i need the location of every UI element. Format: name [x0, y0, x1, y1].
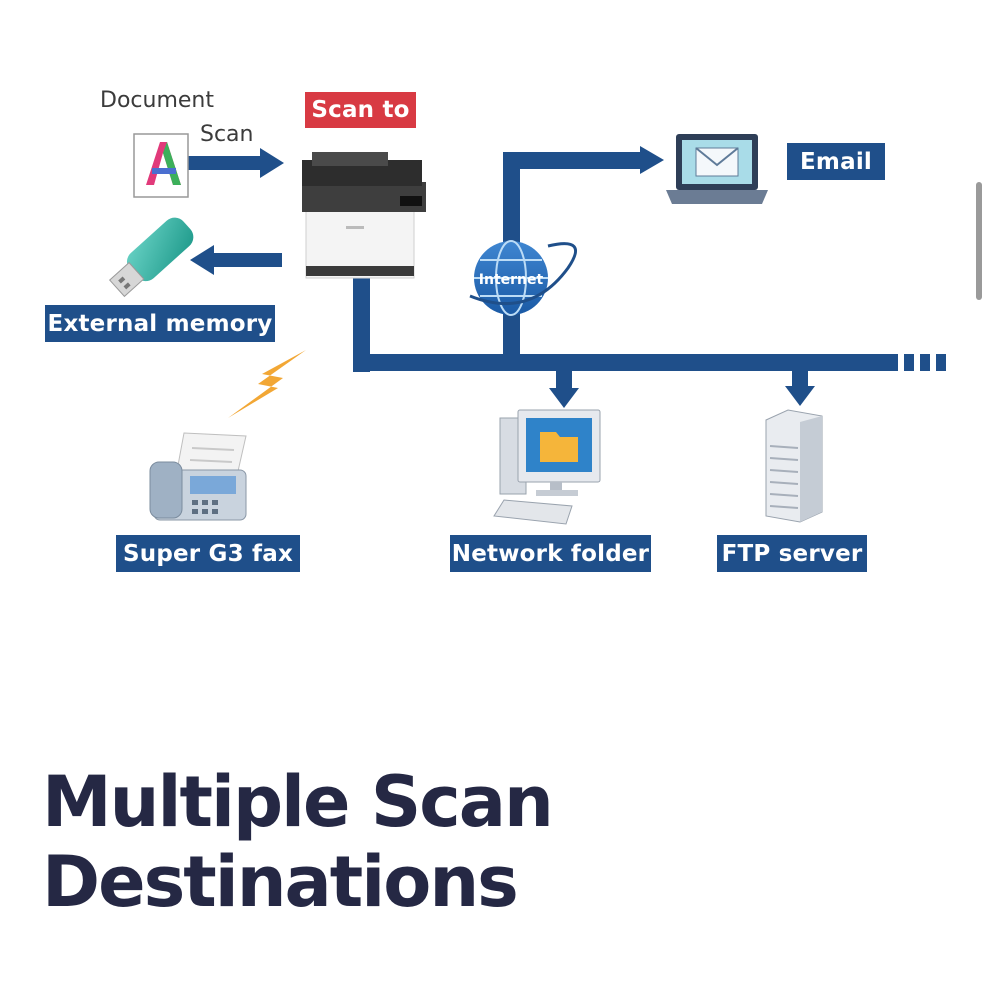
lightning-icon: [228, 350, 306, 418]
printer-icon: [302, 152, 426, 279]
document-label: Document: [100, 88, 214, 113]
heading-line-2: Destinations: [42, 841, 519, 923]
page-heading: Multiple Scan Destinations: [42, 761, 554, 923]
document-a-icon: [133, 133, 189, 198]
email-tag: Email: [787, 143, 885, 180]
desktop-computer-icon: [493, 409, 601, 525]
super-g3-fax-tag: Super G3 fax: [116, 535, 300, 572]
ftp-server-tag: FTP server: [717, 535, 867, 572]
server-tower-icon: [765, 409, 823, 523]
usb-drive-icon: [108, 217, 194, 298]
to-memory-arrow: [190, 245, 282, 275]
scan-to-tag: Scan to: [305, 92, 416, 128]
internet-label: Internet: [479, 272, 544, 288]
heading-line-1: Multiple Scan: [42, 761, 554, 843]
scan-destinations-diagram: Internet: [108, 133, 946, 525]
network-folder-tag: Network folder: [450, 535, 651, 572]
globe-icon: [469, 240, 578, 316]
fax-machine-icon: [149, 432, 247, 521]
network-lines: [353, 146, 946, 408]
laptop-email-icon: [666, 134, 768, 204]
external-memory-tag: External memory: [45, 305, 275, 342]
scan-label: Scan: [200, 122, 254, 147]
scrollbar-thumb[interactable]: [976, 182, 982, 300]
scan-in-arrow: [188, 148, 284, 178]
